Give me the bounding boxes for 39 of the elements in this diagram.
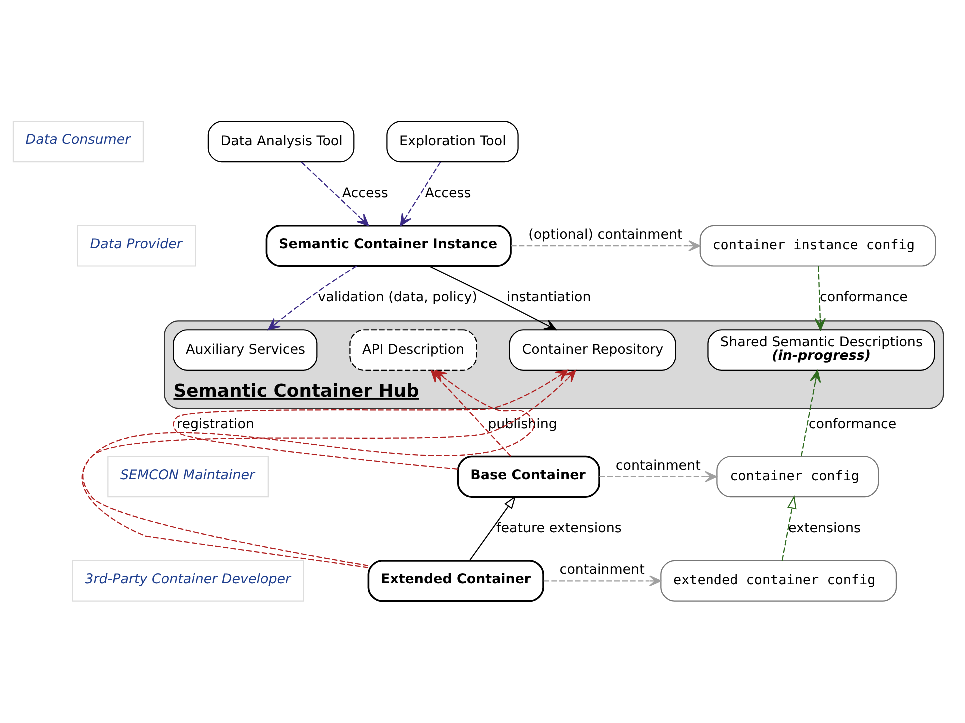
edge-label: Access xyxy=(424,186,471,202)
edge-label: feature extensions xyxy=(496,522,622,536)
node-box: 3rd-Party Container Developer xyxy=(72,560,304,602)
node-box: Auxiliary Services xyxy=(172,330,318,372)
arrow xyxy=(300,162,369,226)
node-box: Container Repository xyxy=(508,330,676,372)
edge-label: instantiation xyxy=(506,290,591,306)
node-box: SEMCON Maintainer xyxy=(107,456,268,498)
node-box: Data Consumer xyxy=(12,121,144,163)
arrow xyxy=(814,266,826,331)
edge-label: registration xyxy=(176,417,254,432)
arrow xyxy=(400,162,441,226)
node-box: Data Provider xyxy=(76,225,196,267)
arrow xyxy=(781,496,796,562)
arrow xyxy=(599,471,717,483)
arrow xyxy=(800,370,821,457)
node-box: API Description xyxy=(349,330,477,372)
node-box: Extended Container xyxy=(367,560,544,602)
node-box: Data Analysis Tool xyxy=(207,121,354,163)
arrow xyxy=(468,496,516,562)
arrow xyxy=(510,240,700,252)
node-box: Exploration Tool xyxy=(386,121,518,163)
edge-label: validation (data, policy) xyxy=(318,290,477,306)
edge-label: containment xyxy=(559,562,644,578)
node-box: container instance config xyxy=(699,225,936,267)
edge-label: (optional) containment xyxy=(528,228,682,243)
edge-label: extensions xyxy=(788,522,861,536)
arrow xyxy=(268,266,357,330)
node-box: Base Container xyxy=(456,456,600,498)
node-box: Semantic Container Instance xyxy=(265,225,512,268)
edge-label: Access xyxy=(342,186,388,202)
edge-label: containment xyxy=(615,458,700,474)
node-box: container config xyxy=(716,456,879,498)
arrow xyxy=(543,576,662,587)
arrow xyxy=(428,266,556,331)
node-box: Shared Semantic Descriptions (in-progress) xyxy=(707,330,935,372)
node-box: extended container config xyxy=(660,560,897,602)
edge-label: conformance xyxy=(820,290,908,306)
edge-label: conformance xyxy=(808,417,896,432)
